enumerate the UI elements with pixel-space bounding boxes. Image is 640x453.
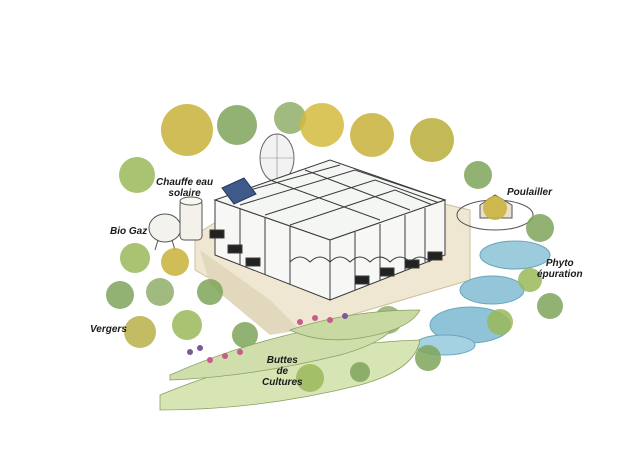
label-phyto: Phyto épuration	[537, 258, 583, 280]
label-orchards: Vergers	[90, 324, 127, 335]
label-henhouse: Poulailler	[507, 187, 552, 198]
label-phyto-line2: épuration	[537, 269, 583, 280]
label-mounds-line1: Buttes	[262, 355, 303, 366]
solar-water-tank	[180, 197, 202, 240]
label-solar-heater: Chauffe eau solaire	[156, 177, 213, 199]
label-biogas: Bio Gaz	[110, 226, 147, 237]
biogas-tank	[149, 214, 181, 250]
label-phyto-line1: Phyto	[537, 258, 583, 269]
label-solar-heater-line2: solaire	[156, 188, 213, 199]
label-solar-heater-line1: Chauffe eau	[156, 177, 213, 188]
label-mounds-line2: de	[262, 366, 303, 377]
label-mounds: Buttes de Cultures	[262, 355, 303, 388]
label-mounds-line3: Cultures	[262, 377, 303, 388]
